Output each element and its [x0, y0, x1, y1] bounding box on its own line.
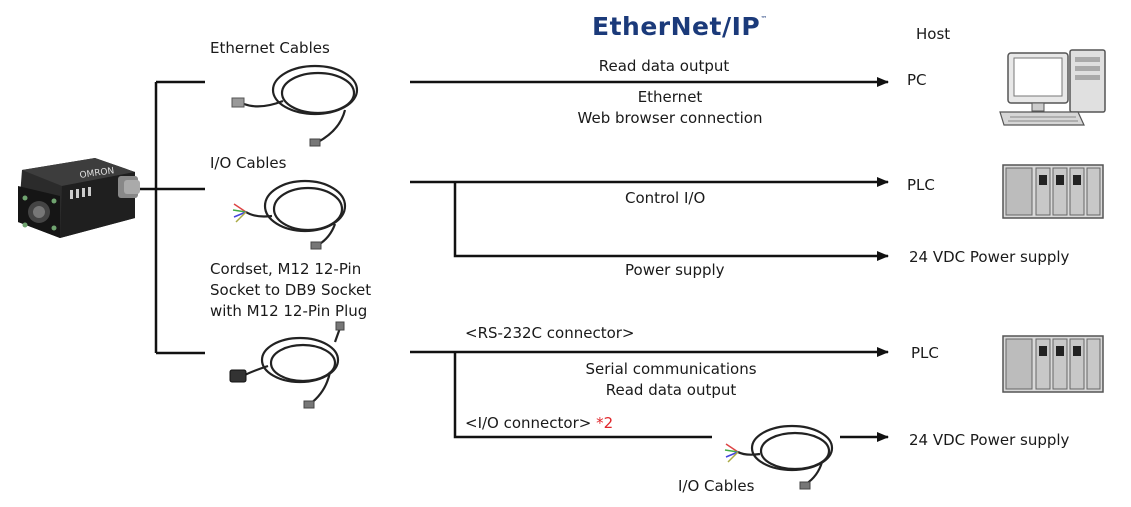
sensor-bracket [130, 80, 205, 355]
io-cables-label: I/O Cables [210, 154, 287, 172]
rs232c-connector-label: <RS-232C connector> [465, 324, 635, 342]
io-cable-image [232, 179, 347, 250]
ethernet-ip-logo: EtherNet/IP™ [592, 12, 768, 41]
cordset-label-line2: Socket to DB9 Socket [210, 281, 372, 299]
power-supply-destination-2: 24 VDC Power supply [909, 431, 1070, 449]
control-io-label: Control I/O [625, 189, 706, 207]
plc-label-2: PLC [911, 344, 939, 362]
power-supply-destination-1: 24 VDC Power supply [909, 248, 1070, 266]
cordset-label-line1: Cordset, M12 12-Pin [210, 260, 362, 278]
io-connector-text: <I/O connector> [465, 414, 592, 432]
serial-read-data-output-label: Read data output [605, 381, 737, 399]
pc-computer-image [999, 49, 1106, 126]
read-data-output-label: Read data output [598, 57, 730, 75]
code-reader-device-image: OMRON [18, 158, 140, 238]
io-cable-bottom-image [724, 424, 834, 490]
cordset-cable-image [229, 321, 345, 409]
plc-label-1: PLC [907, 176, 935, 194]
host-header: Host [916, 25, 951, 43]
web-browser-connection-label: Web browser connection [577, 109, 763, 127]
ethernet-cables-label: Ethernet Cables [210, 39, 330, 57]
ethernet-cable-image [231, 64, 359, 147]
plc-image-2 [1002, 335, 1104, 393]
plc-image-1 [1002, 164, 1104, 219]
logo-text: EtherNet/IP [592, 12, 761, 41]
power-supply-line [453, 182, 889, 261]
power-supply-label: Power supply [625, 261, 725, 279]
pc-label: PC [907, 71, 927, 89]
io-connector-footnote: *2 [596, 414, 614, 432]
ethernet-label: Ethernet [637, 88, 703, 106]
io-connector-label: <I/O connector> *2 [465, 413, 613, 433]
device-brand-text: OMRON [79, 166, 115, 181]
cordset-label-line3: with M12 12-Pin Plug [210, 302, 368, 320]
io-connector-line [453, 352, 712, 439]
serial-communications-label: Serial communications [585, 360, 757, 378]
io-cables-bottom-label: I/O Cables [678, 477, 755, 495]
logo-trademark: ™ [760, 15, 768, 23]
